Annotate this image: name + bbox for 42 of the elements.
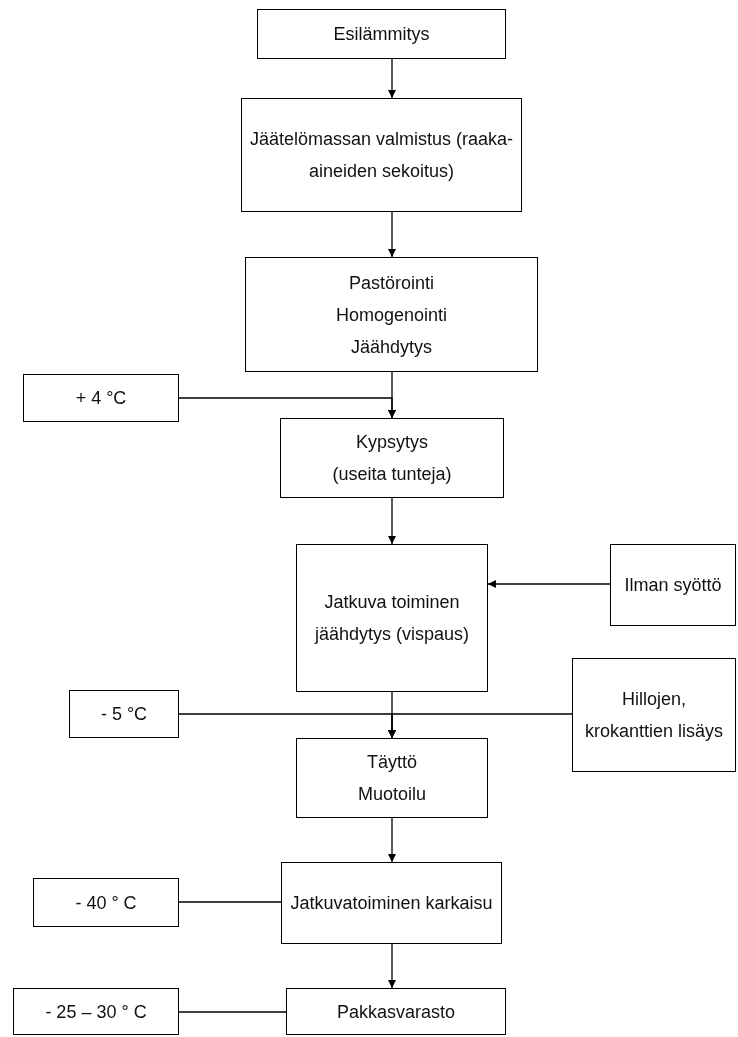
- step-text: Jäätelömassan valmistus (raaka-aineiden sekoitus): [248, 128, 515, 183]
- step-text: Täyttö: [367, 751, 417, 774]
- step-text: - 25 – 30 ° C: [45, 1000, 147, 1024]
- step-text: Esilämmitys: [333, 23, 430, 46]
- arrow: [388, 817, 396, 863]
- process-box: [572, 658, 736, 772]
- step-text: Muotoilu: [357, 783, 426, 806]
- process-box: [245, 257, 538, 372]
- process-box: [281, 862, 502, 944]
- connector-line: [178, 1011, 287, 1013]
- process-box: [23, 374, 179, 422]
- arrow: [388, 713, 573, 739]
- process-box: [257, 9, 506, 59]
- arrow: [388, 943, 396, 989]
- process-box: [13, 988, 179, 1035]
- step-text: (useita tunteja): [332, 463, 452, 486]
- arrow: [388, 497, 396, 545]
- arrow: [388, 58, 396, 99]
- process-box: [296, 738, 488, 818]
- step-text: Jäähdytys: [350, 335, 432, 359]
- process-box: [241, 98, 522, 212]
- step-text: - 5 °C: [100, 703, 148, 726]
- process-box: [286, 988, 506, 1035]
- step-text: Pakkasvarasto: [336, 1000, 456, 1024]
- process-box: [69, 690, 179, 738]
- step-text: Jatkuvatoiminen karkaisu: [290, 892, 493, 915]
- connector-line: [178, 901, 282, 903]
- process-box: [296, 544, 488, 692]
- process-box: [280, 418, 504, 498]
- arrow: [388, 211, 396, 258]
- step-text: Homogenointi: [335, 303, 448, 327]
- step-text: + 4 °C: [75, 387, 127, 410]
- step-text: Pastörointi: [348, 271, 434, 295]
- process-box: [33, 878, 179, 927]
- step-text: Ilman syöttö: [624, 574, 722, 597]
- arrow: [178, 397, 396, 419]
- step-text: Kypsytys: [356, 431, 428, 454]
- step-text: Jatkuva toiminen jäähdytys (vispaus): [313, 591, 471, 646]
- step-text: Hillojen, krokanttien lisäys: [583, 688, 725, 743]
- step-text: - 40 ° C: [75, 891, 137, 915]
- process-box: [610, 544, 736, 626]
- arrow: [487, 580, 611, 588]
